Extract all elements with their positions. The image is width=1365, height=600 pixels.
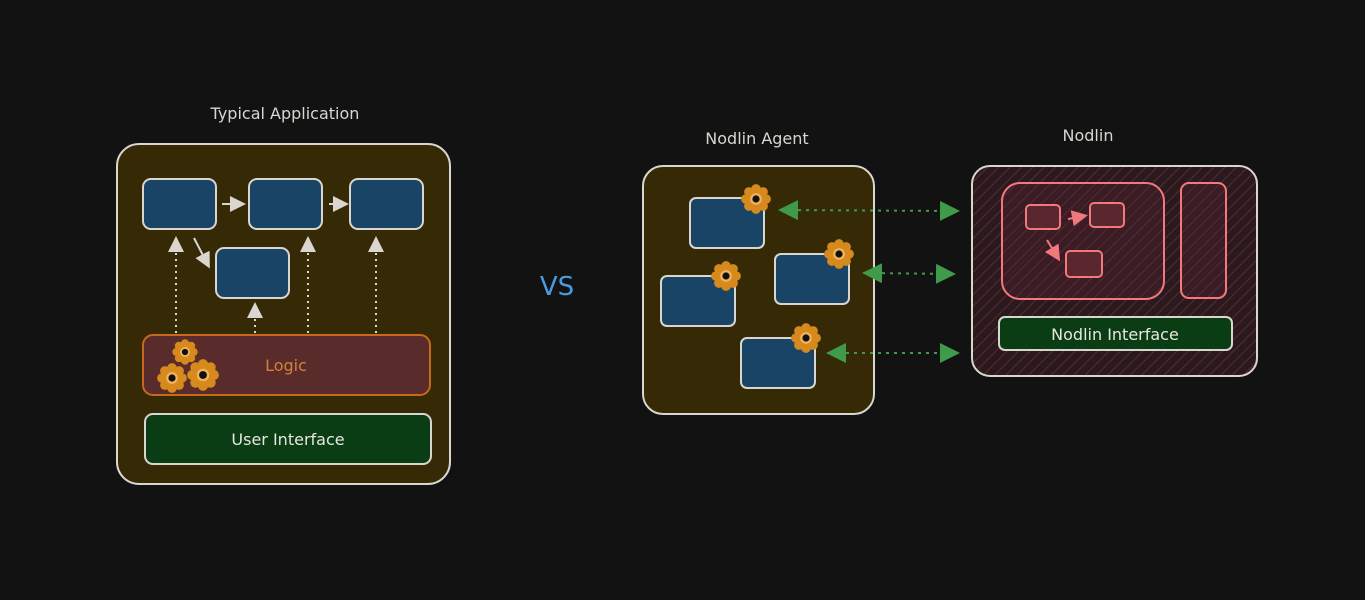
gears-layer <box>157 184 854 393</box>
agent-gear-4-icon <box>791 323 821 353</box>
nodlin-interface-label: Nodlin Interface <box>1051 325 1179 344</box>
agent-gear-3-icon <box>711 261 741 291</box>
flow-arrow-1-4 <box>193 237 210 269</box>
logic-gear-3-icon <box>187 359 219 391</box>
nodlin-group: Nodlin Nodlin Interface <box>971 126 1258 377</box>
nodlin-mini-node-2 <box>1089 202 1125 228</box>
nodlin-mini-node-1 <box>1025 204 1061 230</box>
user-interface-label: User Interface <box>231 430 344 449</box>
typical-application-group: Typical Application Logic User Interface <box>116 104 451 485</box>
logic-label: Logic <box>265 356 307 375</box>
app-node-3 <box>349 178 424 230</box>
agent-node-4 <box>740 337 816 389</box>
agent-gear-2-icon <box>824 239 854 269</box>
nodlin-canvas-panel <box>1001 182 1165 300</box>
agent-node-2 <box>774 253 850 305</box>
nodlin-agent-title: Nodlin Agent <box>705 129 808 148</box>
agent-node-3 <box>660 275 736 327</box>
user-interface-layer <box>144 413 432 465</box>
logic-gear-2-icon <box>157 363 187 393</box>
nodlin-mini-node-3 <box>1065 250 1103 278</box>
logic-gear-1-icon <box>172 339 198 365</box>
nodlin-mini-arrow-2 <box>1044 239 1061 262</box>
app-node-2 <box>248 178 323 230</box>
nodlin-agent-group: Nodlin Agent <box>642 129 960 415</box>
vs-label: VS <box>540 272 574 302</box>
nodlin-mini-arrow-1 <box>1067 210 1088 227</box>
agent-node-1 <box>689 197 765 249</box>
agent-gear-1-icon <box>741 184 771 214</box>
nodlin-side-panel <box>1180 182 1227 299</box>
app-node-1 <box>142 178 217 230</box>
nodlin-title: Nodlin <box>1063 126 1114 145</box>
link-1 <box>778 200 960 221</box>
app-node-4 <box>215 247 290 299</box>
typical-application-title: Typical Application <box>210 104 360 123</box>
nodlin-interface-bar <box>998 316 1233 351</box>
link-2 <box>862 263 956 284</box>
